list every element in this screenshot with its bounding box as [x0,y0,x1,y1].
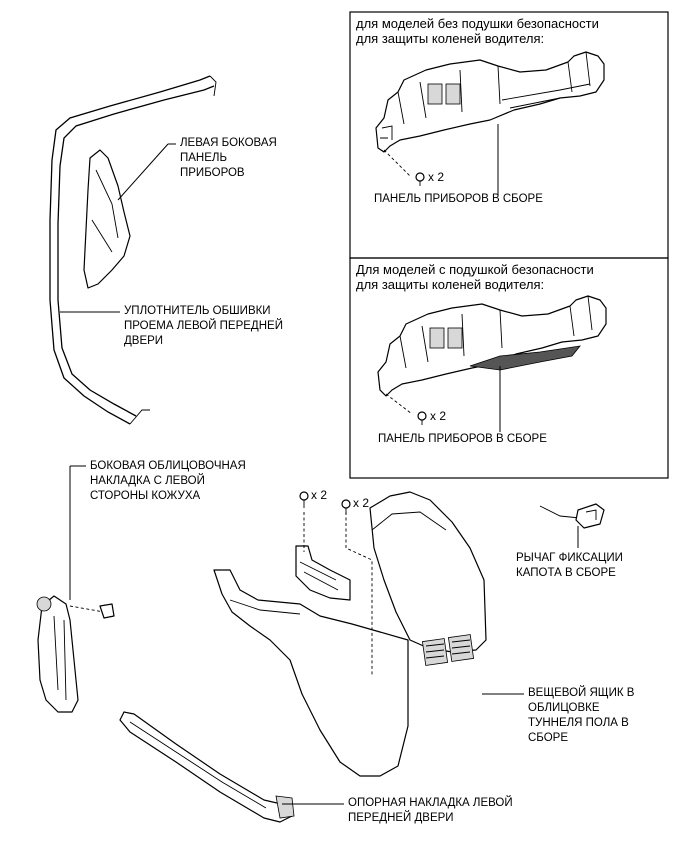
bolt-qty-top-box: x 2 [428,170,445,184]
leader-cowl-side-trim [69,465,86,600]
left-side-panel-label: ЛЕВАЯ БОКОВАЯ ПАНЕЛЬ ПРИБОРОВ [180,137,277,179]
door-scuff-plate-label: ОПОРНАЯ НАКЛАДКА ЛЕВОЙ ПЕРЕДНЕЙ ДВЕРИ [348,797,513,824]
bolt-qty-console-b: x 2 [353,496,370,510]
hood-lock-lever-label: РЫЧАГ ФИКСАЦИИ КАПОТА В СБОРЕ [516,552,623,579]
bolt-qty-bottom-box: x 2 [430,409,447,423]
instrument-panel-top-illustration [375,51,605,177]
option-box-with-knee-airbag [349,257,669,479]
bolt-console-b [341,499,351,514]
clip-cowl-trim [99,603,115,619]
door-weatherstrip-illustration [49,75,217,425]
bolt-console-a [299,491,309,508]
left-side-panel-illustration [83,143,169,289]
cowl-side-trim-illustration [36,595,105,713]
bolt-top-box [415,172,425,186]
option-box-with-knee-airbag-title: Для моделей с подушкой безопасности для … [356,262,594,292]
console-box-illustration [213,491,487,777]
bolt-bottom-box [417,411,427,425]
door-weatherstrip-label: УПЛОТНИТЕЛЬ ОБШИВКИ ПРОЕМА ЛЕВОЙ ПЕРЕДНЕ… [124,305,283,347]
bolt-qty-console-a: x 2 [311,488,328,502]
instrument-panel-bottom-illustration [377,295,607,415]
instrument-panel-assembly-label-bottom: ПАНЕЛЬ ПРИБОРОВ В СБОРЕ [378,433,547,445]
console-box-label: ВЕЩЕВОЙ ЯЩИК В ОБЛИЦОВКЕ ТУННЕЛЯ ПОЛА В … [528,687,635,744]
option-box-no-knee-airbag-title: для моделей без подушки безопасности для… [356,16,599,46]
cowl-side-trim-label: БОКОВАЯ ОБЛИЦОВОЧНАЯ НАКЛАДКА С ЛЕВОЙ СТ… [90,460,246,502]
instrument-panel-assembly-label-top: ПАНЕЛЬ ПРИБОРОВ В СБОРЕ [374,193,543,205]
hood-lock-lever-illustration [539,503,605,529]
door-scuff-plate-illustration [119,711,295,823]
